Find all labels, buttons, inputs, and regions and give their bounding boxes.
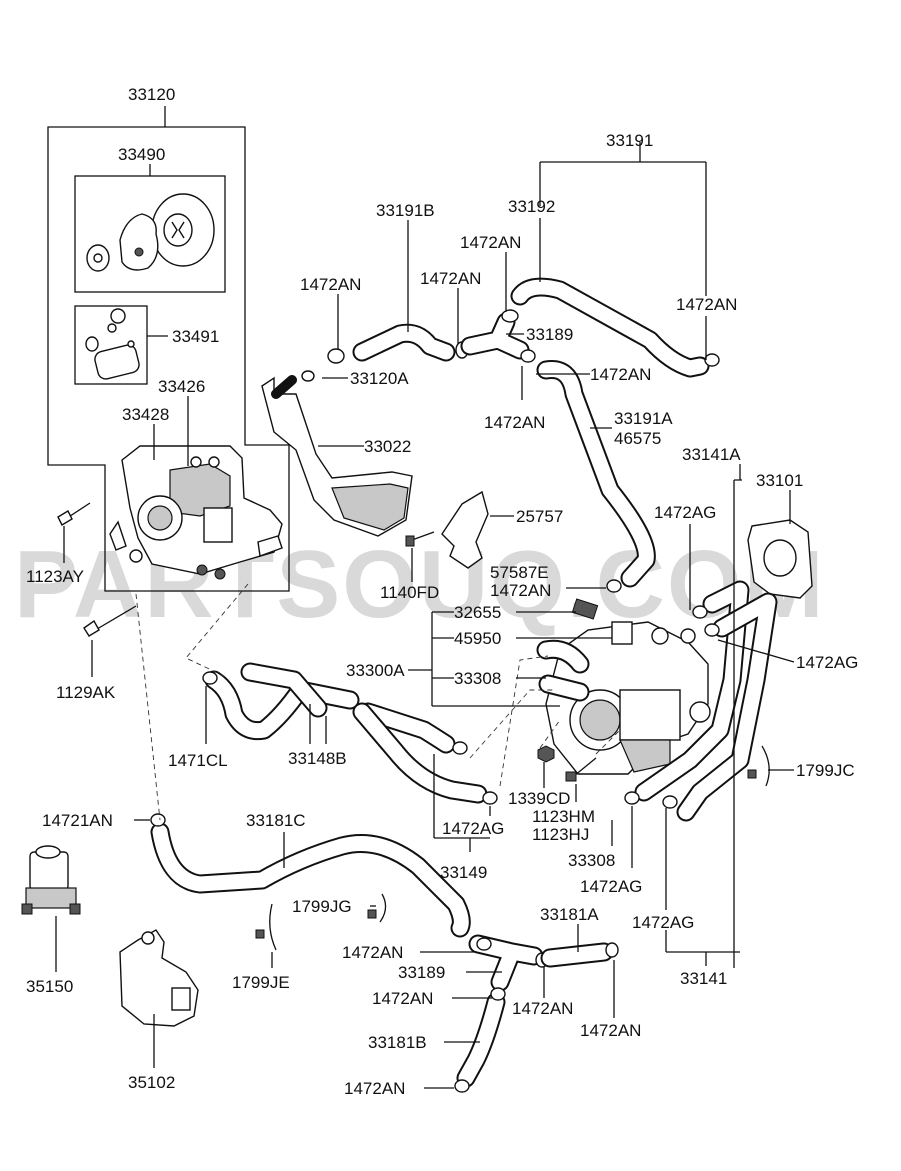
label-1123HM: 1123HM [532,807,595,826]
label-1472AN-lower-center: 1472AN [512,999,573,1018]
label-1472AN-center: 1472AN [484,413,545,432]
label-35102: 35102 [128,1073,175,1092]
hose-33181B [454,987,506,1093]
label-1472AN-right-low: 1472AN [590,365,651,384]
label-33181A: 33181A [540,905,599,924]
label-35150: 35150 [26,977,73,996]
label-1123AY: 1123AY [26,567,84,586]
valve-35150 [21,845,81,915]
hose-33181A [540,942,619,968]
nut-1339CD [537,745,555,763]
label-33120: 33120 [128,85,175,104]
label-33308-lower: 33308 [568,851,615,870]
label-33141: 33141 [680,969,727,988]
bolt-1129AK [83,605,137,677]
part-33491-gasket-kit [85,308,140,380]
labels: 33120 33490 33491 33426 33428 1123AY 112… [26,85,858,1098]
label-1471CL: 1471CL [168,751,228,770]
assembly-33120-frame [47,106,290,592]
hose-33191A [536,360,656,593]
label-1140FD: 1140FD [380,583,439,602]
label-33300A: 33300A [346,661,405,680]
label-32655: 32655 [454,603,501,622]
leader-lines [55,142,795,1089]
label-33148B: 33148B [288,749,347,768]
label-33189-lower: 33189 [398,963,445,982]
label-33181C: 33181C [246,811,306,830]
label-33191: 33191 [606,131,653,150]
label-1472AN-lower-mid: 1472AN [372,989,433,1008]
label-1472AN-57587E: 1472AN [490,581,551,600]
label-33191B: 33191B [376,201,435,220]
hose-33141A-group [624,580,778,822]
part-33490-regulator-cover [86,193,215,272]
label-57587E: 57587E [490,563,549,582]
label-33022: 33022 [364,437,411,456]
label-1472AG-lower-b: 1472AG [632,913,694,932]
label-33426: 33426 [158,377,205,396]
label-33491: 33491 [172,327,219,346]
hose-33181C [150,813,471,938]
label-1472AN-bottom: 1472AN [344,1079,405,1098]
throttle-body-33300A [545,598,711,775]
label-33191A: 33191A [614,409,673,428]
label-33181B: 33181B [368,1033,427,1052]
label-1472AG-upper: 1472AG [654,503,716,522]
tee-33189-lower [468,934,549,992]
clip-1799JE [255,903,277,951]
clip-1799JG [367,893,387,923]
hose-33308-pair [536,639,590,702]
label-33120A: 33120A [350,369,409,388]
label-33149: 33149 [440,863,487,882]
hose-33191B [327,323,469,364]
label-33308-upper: 33308 [454,669,501,688]
label-1472AG-right: 1472AG [796,653,858,672]
part-33426-regulator-body [109,445,283,580]
label-1799JG: 1799JG [292,897,352,916]
hose-33192 [510,277,720,378]
hose-33148B [202,662,360,741]
label-1472AN-lower-right: 1472AN [580,1021,641,1040]
guide-lines [135,583,621,821]
label-1799JC: 1799JC [796,761,855,780]
label-33101: 33101 [756,471,803,490]
gasket-33101 [747,519,813,599]
label-25757: 25757 [516,507,563,526]
label-1472AN-left: 1472AN [300,275,361,294]
label-33192: 33192 [508,197,555,216]
bolt-1123HM [565,757,597,782]
tee-33189-upper [460,309,536,363]
hose-33149 [352,702,498,805]
label-33428: 33428 [122,405,169,424]
label-46575: 46575 [614,429,661,448]
label-33141A: 33141A [682,445,741,464]
label-1472AG-lower-a: 1472AG [580,877,642,896]
label-1472AN-lower-left: 1472AN [342,943,403,962]
bracket-33022 [261,370,413,537]
clip-1799JC [747,745,770,787]
label-14721AN: 14721AN [42,811,113,830]
bracket-25757 [405,490,489,569]
label-1472AG-33149: 1472AG [442,819,504,838]
label-1472AN-right: 1472AN [676,295,737,314]
label-1799JE: 1799JE [232,973,290,992]
label-33189-upper: 33189 [526,325,573,344]
label-45950: 45950 [454,629,501,648]
label-1472AN-mid: 1472AN [420,269,481,288]
label-1123HJ: 1123HJ [532,825,589,844]
bolt-1123AY [57,502,91,563]
label-1339CD: 1339CD [508,789,570,808]
label-33490: 33490 [118,145,165,164]
module-35102 [119,929,199,1027]
label-1129AK: 1129AK [56,683,116,702]
label-1472AN-top: 1472AN [460,233,521,252]
